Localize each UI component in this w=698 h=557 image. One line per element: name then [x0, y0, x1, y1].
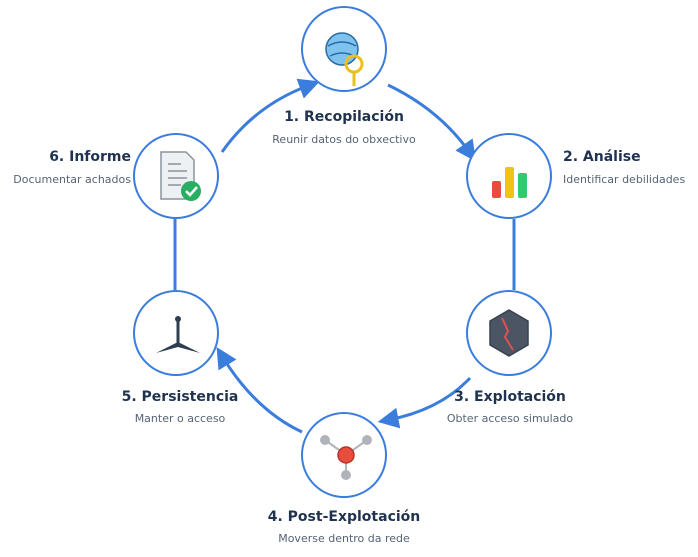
step-2-desc: Identificar debilidades — [563, 173, 686, 186]
step-1-desc: Reunir datos do obxectivo — [272, 133, 416, 146]
arrow-1-to-2 — [387, 83, 477, 162]
step-4-node — [301, 412, 387, 498]
step-3-title: 3. Explotación — [454, 389, 566, 405]
step-6-node — [133, 133, 219, 219]
step-6-title: 6. Informe — [49, 149, 131, 165]
arrow-6-to-1 — [220, 78, 320, 153]
step-4-title: 4. Post-Explotación — [267, 509, 421, 525]
step-2-node — [466, 133, 552, 219]
step-3-desc: Obter acceso simulado — [446, 412, 574, 425]
step-4-desc: Moverse dentro da rede — [278, 532, 410, 545]
magnifier-globe-icon — [325, 32, 364, 86]
network-node-icon — [320, 435, 372, 480]
step-5-title: 5. Persistencia — [121, 389, 239, 405]
step-1-node — [301, 6, 387, 92]
step-5-desc: Manter o acceso — [134, 412, 226, 425]
step-3-node — [466, 290, 552, 376]
bar-chart-icon — [492, 167, 527, 198]
step-2-title: 2. Análise — [563, 149, 641, 165]
report-check-icon — [160, 151, 201, 201]
step-5-node — [133, 290, 219, 376]
arrow-3-to-4 — [377, 376, 472, 429]
broken-shield-icon — [489, 309, 529, 357]
step-6-desc: Documentar achados — [13, 173, 131, 186]
step-1-title: 1. Recopilación — [284, 109, 404, 125]
arrow-4-to-5 — [216, 347, 303, 434]
anchor-icon — [156, 316, 200, 353]
